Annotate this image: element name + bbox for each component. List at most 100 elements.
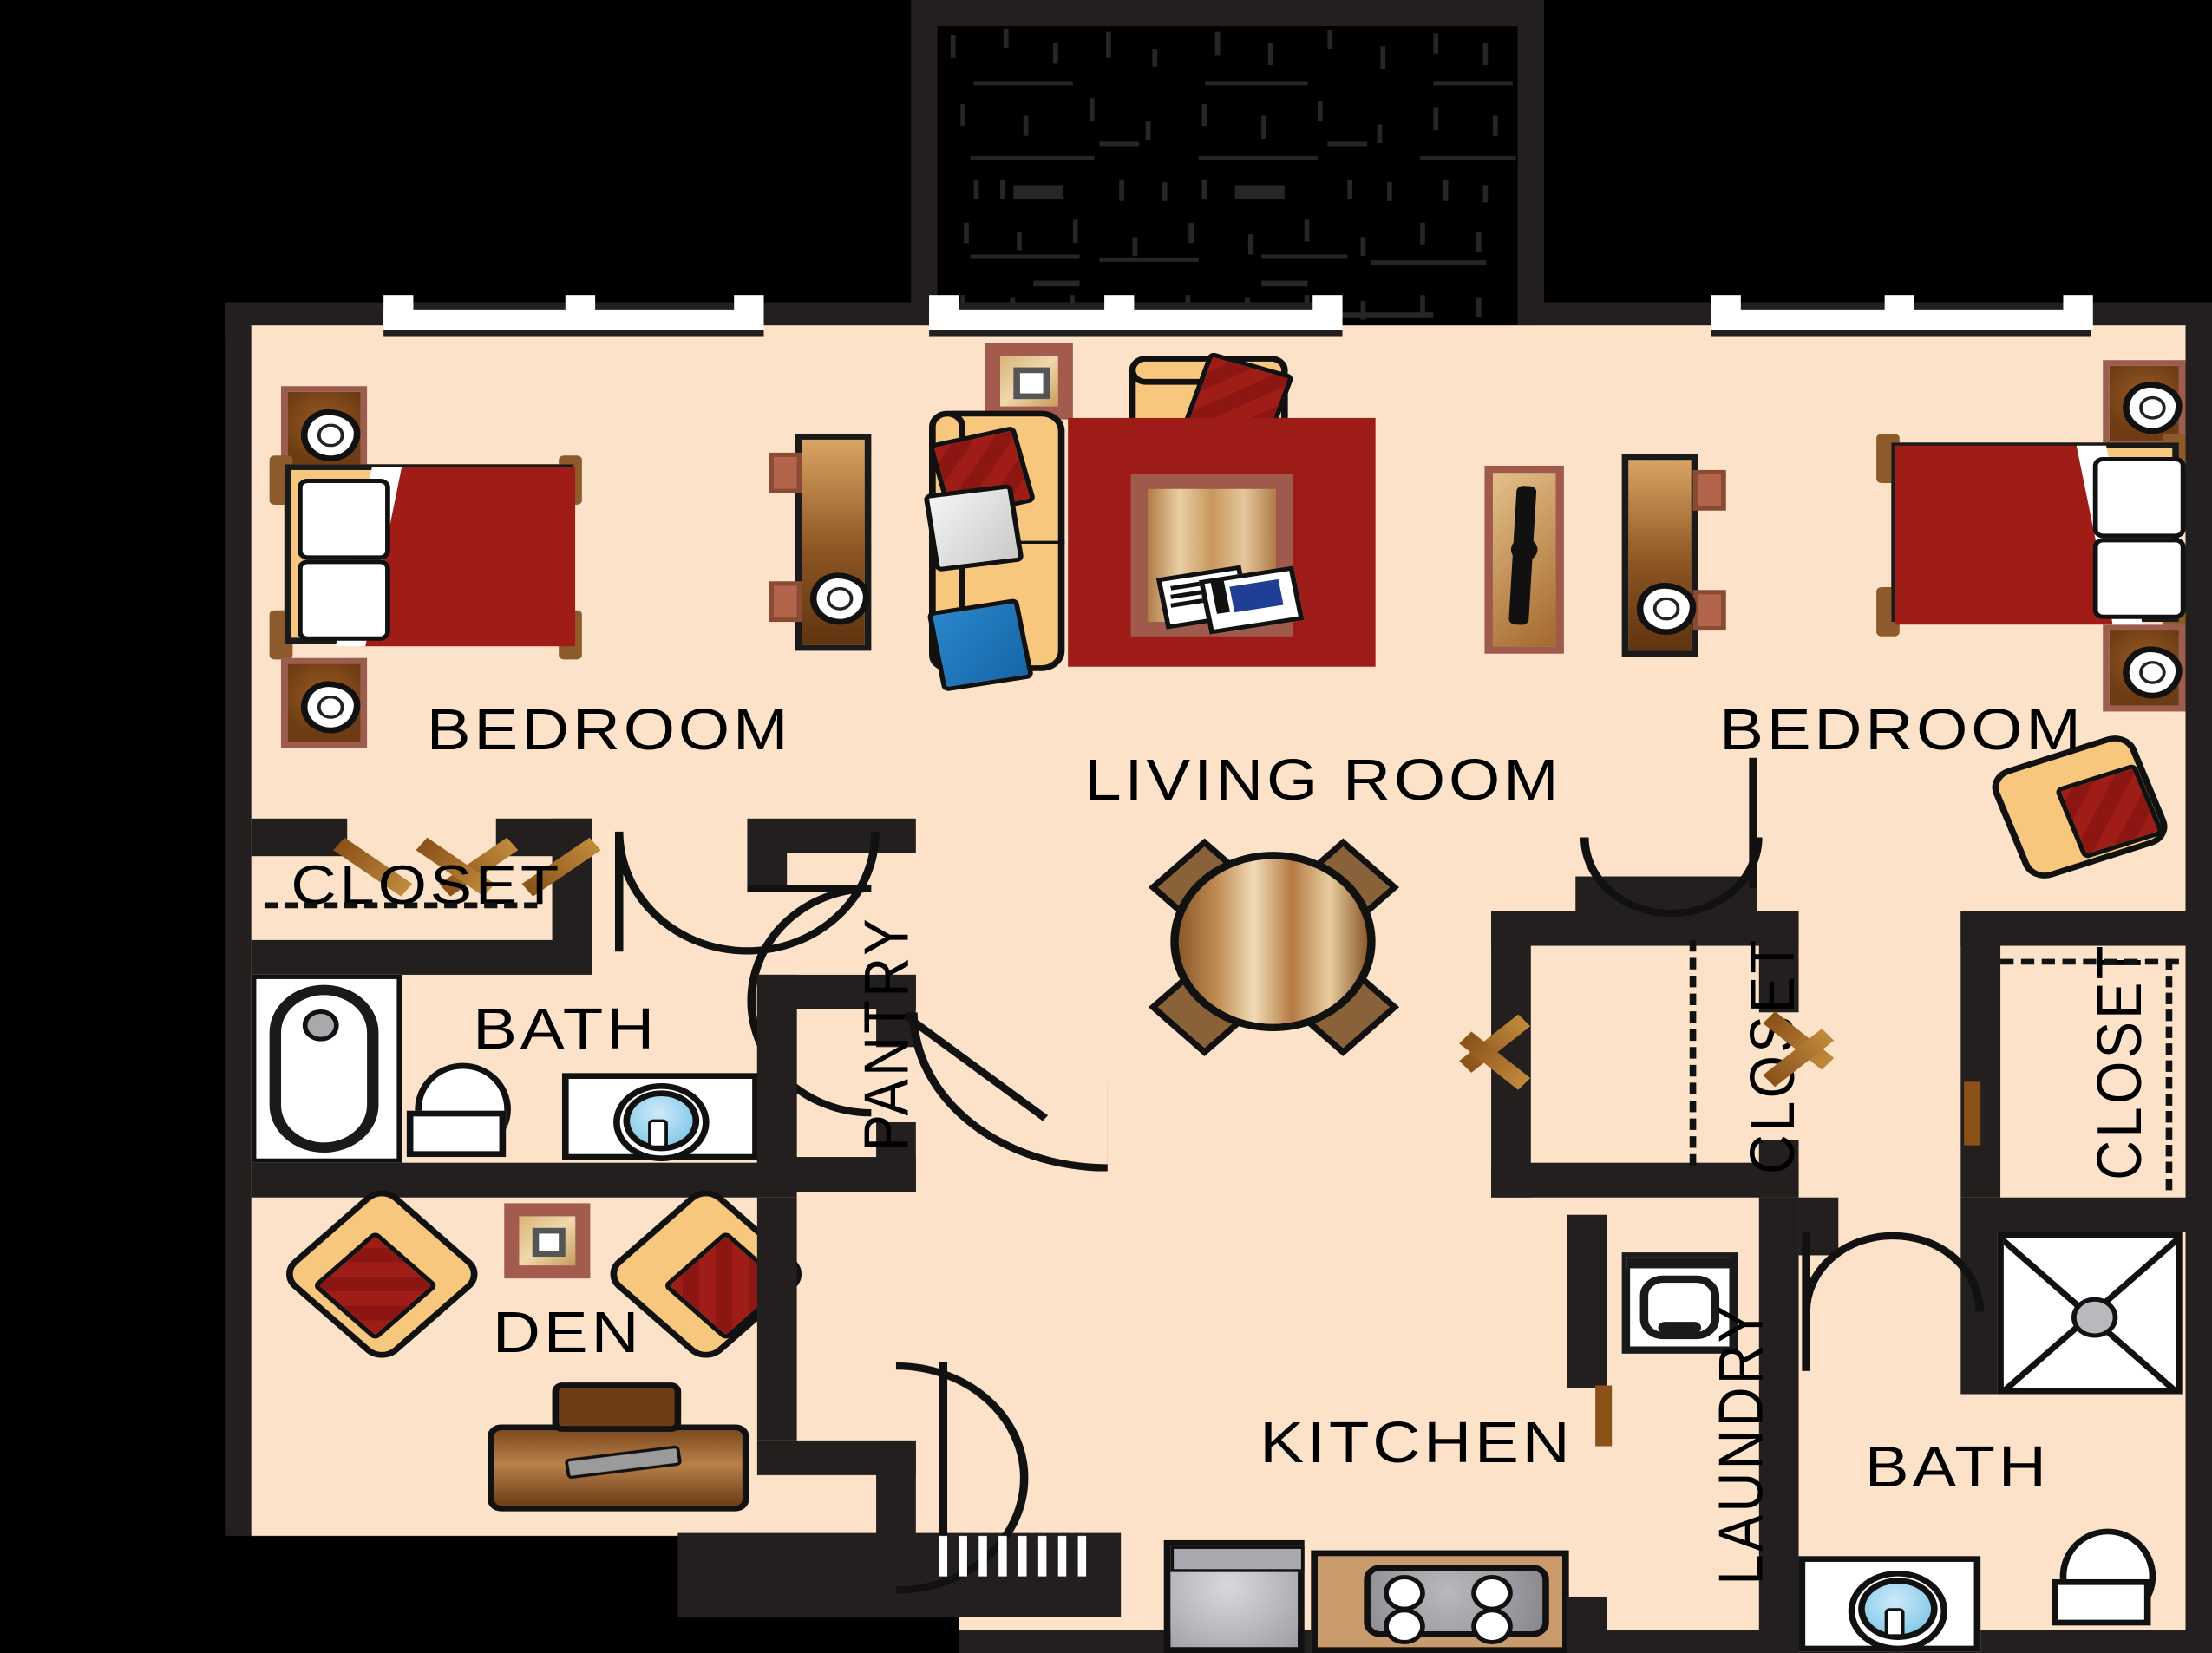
nightstand-dresser-left <box>797 559 874 643</box>
shower-drain-icon <box>2071 1297 2118 1338</box>
burner-d <box>1471 1608 1513 1644</box>
room-label-bedroom-left: BEDROOM <box>426 698 792 762</box>
bed-left-bedroom[interactable] <box>284 464 576 647</box>
room-label-closet-right: CLOSET <box>2086 943 2156 1180</box>
bed-blanket-left <box>360 467 576 647</box>
flower-icon <box>300 408 361 461</box>
round-dining-table[interactable] <box>1170 852 1376 1031</box>
washer-control-panel <box>1626 1257 1731 1269</box>
window-bedroom-right-cap-c <box>2063 295 2093 330</box>
flower-icon <box>1636 583 1697 636</box>
picture-frame-den <box>504 1203 591 1279</box>
mid-closet-wall-top <box>1491 911 1799 946</box>
mid-closet-wall-right <box>1758 911 1799 1013</box>
den-louver-d <box>998 1535 1007 1577</box>
toilet-base-left-bath <box>406 1110 507 1158</box>
room-label-kitchen-visible: KITCHEN <box>1260 1411 1574 1475</box>
bed-blanket-right <box>1895 445 2113 625</box>
closet-left-wall-top-a <box>251 818 348 857</box>
flower-icon <box>2123 646 2183 699</box>
closet-rod-right-side <box>2165 958 2173 1191</box>
pillow-left-a <box>298 478 390 560</box>
den-louver-h <box>1077 1535 1087 1577</box>
pantry-wall-right2 <box>876 1122 916 1192</box>
throw-pillow-sofa-blue <box>926 598 1034 692</box>
room-label-living: LIVING ROOM <box>1084 748 1562 813</box>
closet-rod-right-top <box>2000 958 2179 965</box>
nightstand-right-bedroom-top <box>2103 360 2186 448</box>
television-stand-icon <box>1510 538 1538 562</box>
bedroom-left-door-leaf[interactable] <box>614 833 624 952</box>
den-louver-b <box>959 1535 967 1577</box>
right-closet-door-leaf[interactable] <box>1964 1081 1981 1146</box>
bedroom-left-door-leaf2[interactable] <box>747 885 870 892</box>
right-closet-wall-left <box>1960 911 2001 1198</box>
shower-stall[interactable] <box>1997 1232 2183 1395</box>
mid-closet-wall-bottom <box>1633 1162 1799 1198</box>
flower-icon <box>809 572 870 625</box>
room-label-bath-left: BATH <box>473 997 658 1062</box>
faucet-left-bath <box>648 1119 668 1149</box>
right-bath-door-leaf[interactable] <box>1802 1232 1810 1371</box>
laundry-wall-left <box>1567 1214 1607 1388</box>
bed-right-bedroom[interactable] <box>1891 442 2186 625</box>
closet-left-wall-bottom <box>251 939 592 975</box>
den-wall-right <box>756 1197 797 1441</box>
closet-rod-left <box>264 902 538 909</box>
toilet-base-right-bath <box>2052 1578 2151 1626</box>
refrigerator-top-panel <box>1170 1545 1305 1572</box>
window-bedroom-left-cap-b <box>565 295 596 330</box>
plan-mask-bottom-left <box>0 1535 695 1653</box>
den-louver-a <box>939 1535 948 1577</box>
room-label-den: DEN <box>492 1301 643 1366</box>
window-living-room <box>929 302 1343 337</box>
room-label-bath-right: BATH <box>1864 1435 2050 1500</box>
throw-pillow-sofa-grey <box>923 483 1024 572</box>
picture-frame-den-inner <box>532 1227 566 1258</box>
desk-return-den <box>552 1382 682 1432</box>
dresser-detail-b <box>769 581 802 623</box>
pantry-wall-left <box>756 974 797 1192</box>
picture-frame-living <box>985 343 1073 420</box>
balcony-patio <box>911 0 1545 326</box>
washer-handle-icon <box>1658 1322 1702 1334</box>
window-bedroom-left-cap-c <box>734 295 764 330</box>
window-living-cap-a <box>929 295 959 330</box>
room-label-laundry: LAUNDRY <box>1707 1303 1777 1585</box>
window-living-cap-c <box>1312 295 1343 330</box>
room-label-closet-left: CLOSET <box>291 856 563 918</box>
burner-c <box>1384 1608 1425 1644</box>
bathtub-drain-icon <box>302 1009 339 1042</box>
laundry-door-leaf[interactable] <box>1595 1385 1613 1447</box>
faucet-right-bath <box>1884 1608 1905 1637</box>
nightstand-dresser-right <box>1624 568 1700 652</box>
laundry-wall-left2 <box>1567 1596 1607 1653</box>
right-closet-wall-bottom <box>1960 1197 2212 1232</box>
burner-b <box>1471 1574 1513 1611</box>
laundry-wall-right <box>1758 1197 1799 1653</box>
closet-rod-mid <box>1689 939 1697 1166</box>
dresser-right-detail-a <box>1692 469 1726 511</box>
right-closet-wall-top <box>1960 911 2212 946</box>
den-louver-f <box>1037 1535 1047 1577</box>
right-bath-wall-shower-left <box>1960 1232 1998 1395</box>
pillow-left-b <box>298 559 390 641</box>
den-louver-c <box>978 1535 987 1577</box>
room-label-bedroom-right: BEDROOM <box>1719 698 2084 762</box>
pillow-right-a <box>2092 456 2186 539</box>
flower-icon <box>300 681 361 734</box>
dresser-detail-a <box>769 452 802 493</box>
pantry-wall-right <box>876 974 916 1048</box>
window-living-cap-b <box>1104 295 1135 330</box>
picture-frame-living-inner <box>1013 367 1050 400</box>
den-door-leaf[interactable] <box>939 1362 948 1548</box>
mid-closet-wall-left2 <box>1491 1162 1633 1198</box>
bedroom-right-door-leaf[interactable] <box>1749 757 1757 888</box>
balcony-surface <box>937 26 1518 326</box>
pillow-right-b <box>2092 538 2186 619</box>
flower-icon <box>2123 382 2183 434</box>
nightstand-right-bedroom-bottom <box>2103 624 2186 712</box>
window-bedroom-right-cap-b <box>1884 295 1914 330</box>
nightstand-left-bedroom-top <box>280 386 368 476</box>
